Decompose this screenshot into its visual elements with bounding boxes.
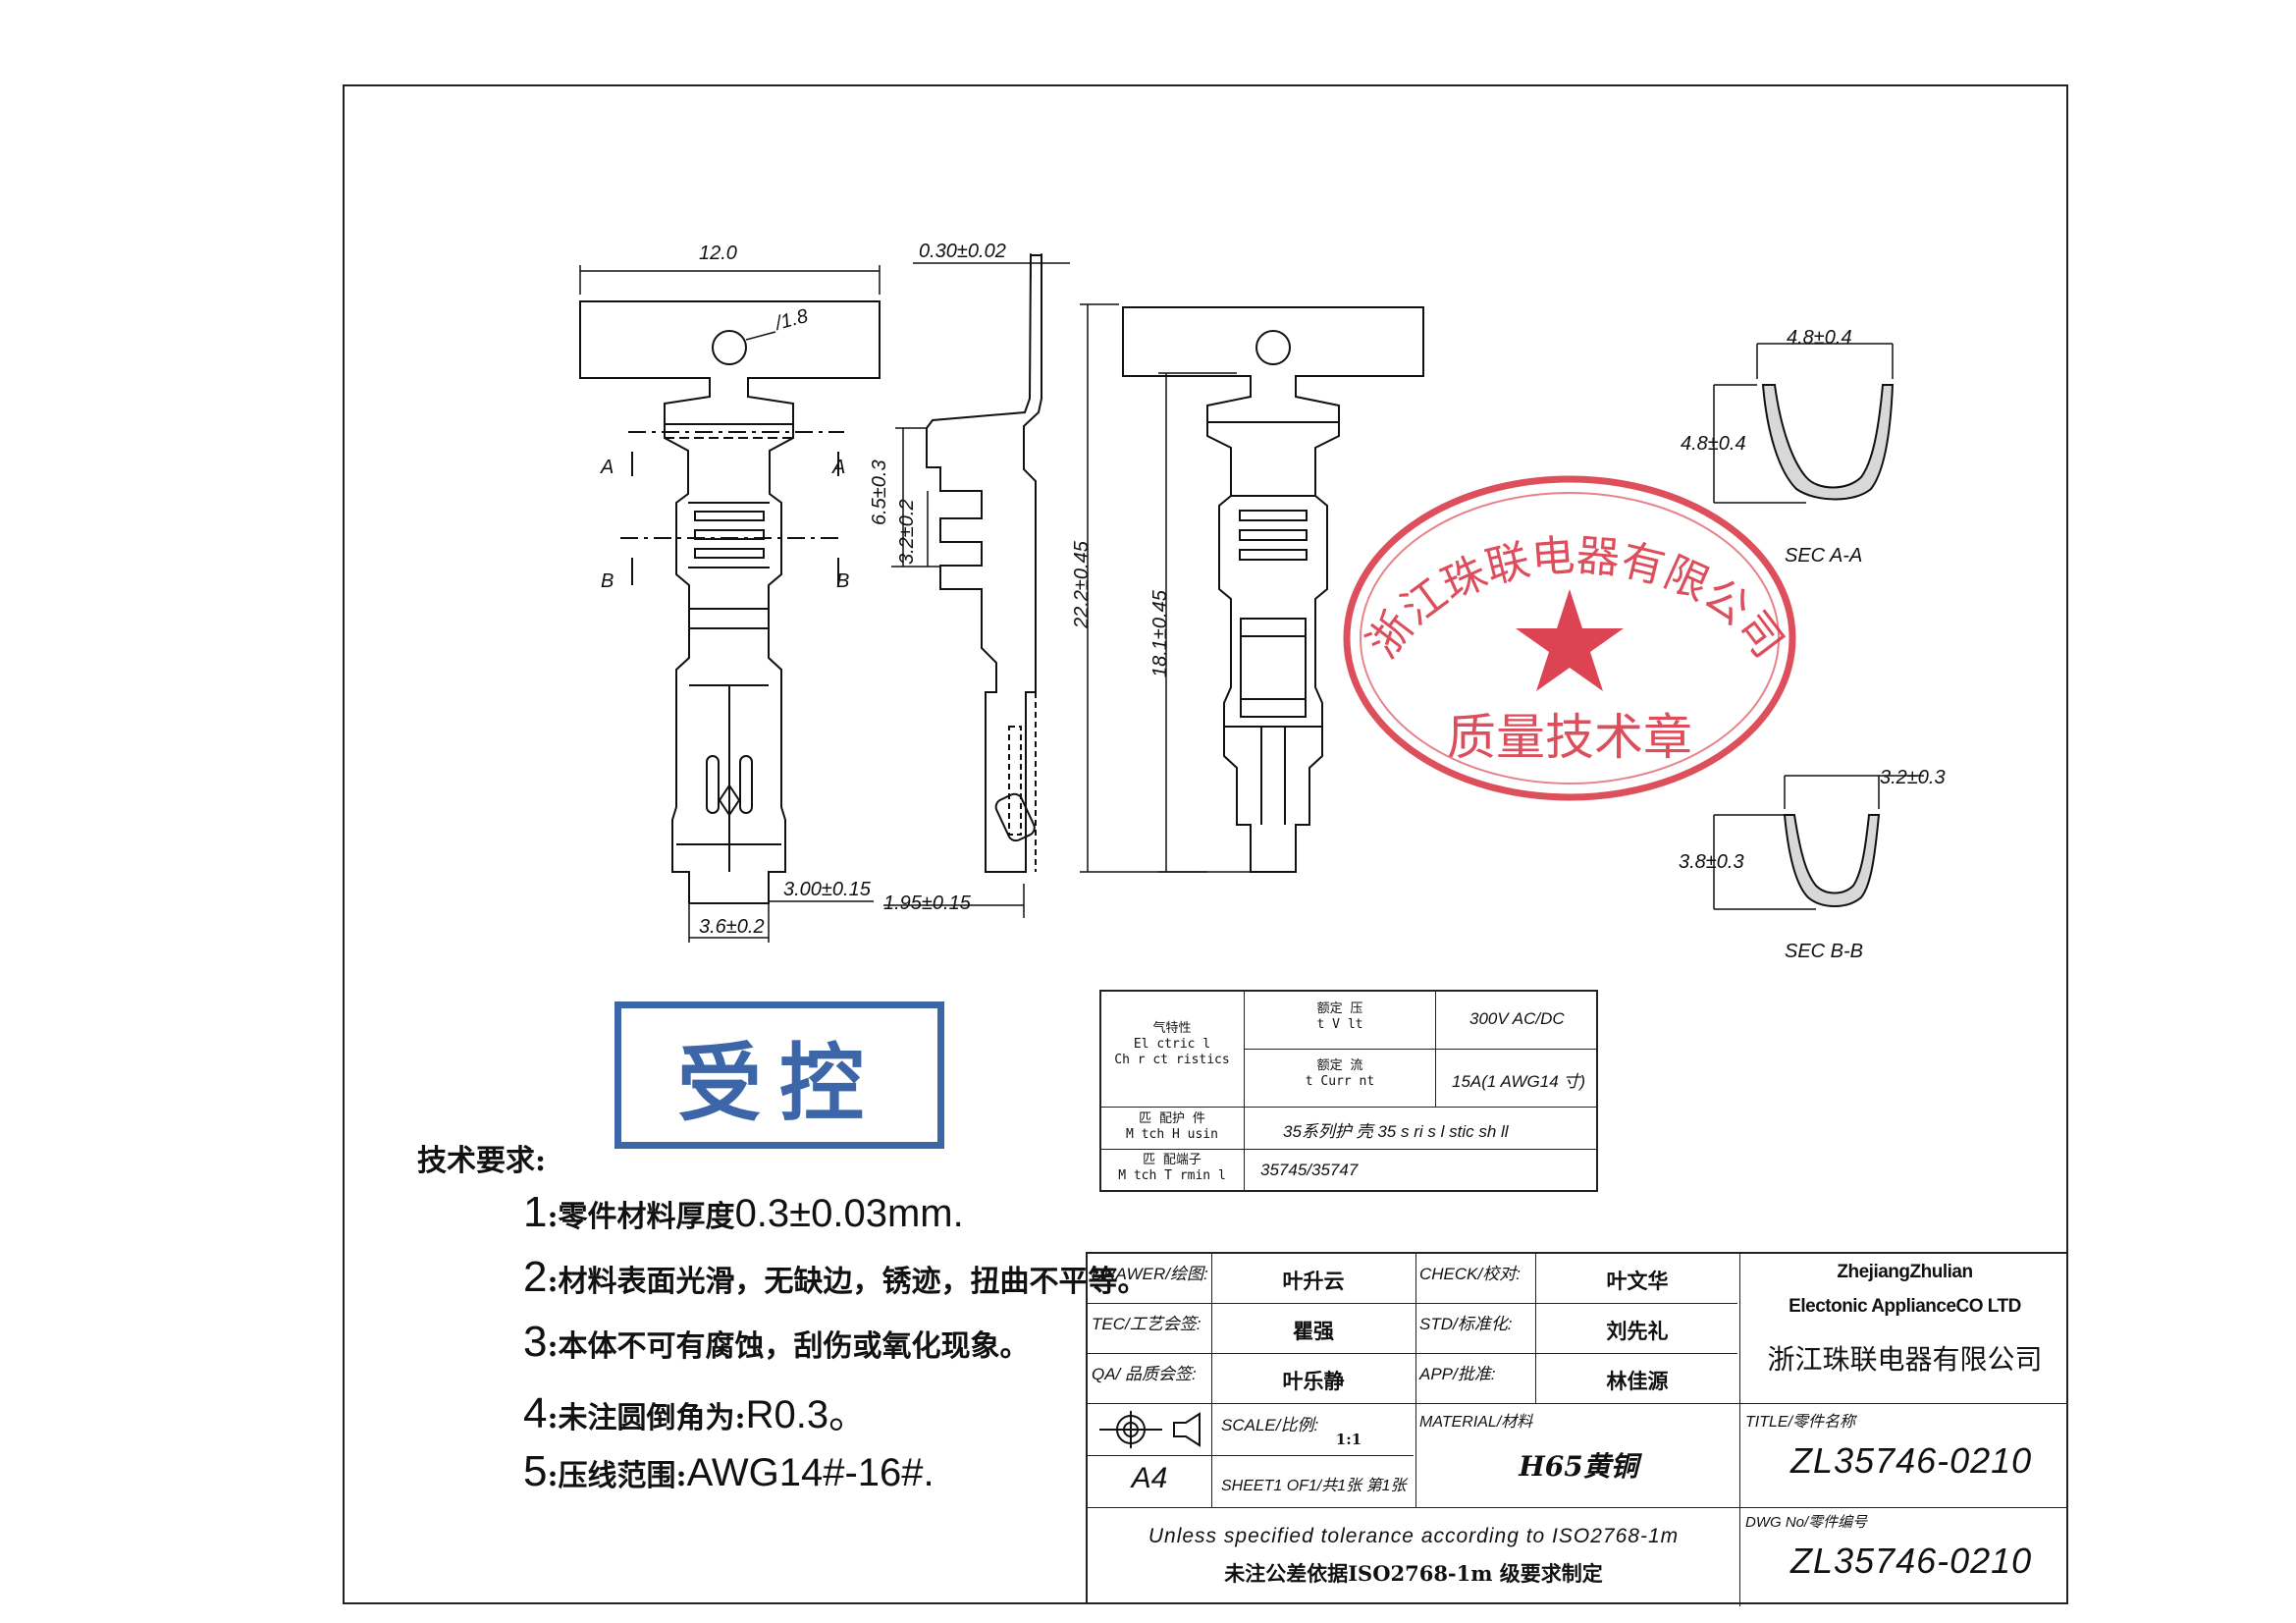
sheet-info: SHEET1 OF1/共1张 第1张 xyxy=(1221,1478,1407,1494)
dim-thickness: 0.30±0.02 xyxy=(919,241,1006,262)
dim-sec-a-width: 4.8±0.4 xyxy=(1787,327,1852,349)
app-name: 林佳源 xyxy=(1606,1369,1669,1393)
spec-housing-value: 35系列护 壳 35 s ri s l stic sh ll xyxy=(1283,1122,1509,1141)
controlled-stamp: 受控 xyxy=(614,1001,944,1149)
paper-size: A4 xyxy=(1131,1462,1168,1494)
note-item: 4:未注圆倒角为:R0.3。 xyxy=(523,1382,868,1439)
std-name: 刘先礼 xyxy=(1606,1319,1669,1343)
section-a-a xyxy=(1713,343,1895,504)
note-value: 0.3±0.03mm. xyxy=(734,1192,964,1235)
check-name: 叶文华 xyxy=(1606,1269,1669,1293)
spec-volt-label: 额定 压 t V lt xyxy=(1316,1001,1363,1032)
part-title: ZL35746-0210 xyxy=(1790,1440,2033,1481)
rear-view xyxy=(1122,306,1424,873)
company-en-2: Electonic ApplianceCO LTD xyxy=(1789,1296,2021,1317)
note-value: R0.3。 xyxy=(745,1393,869,1436)
std-label: STD/标准化: xyxy=(1419,1315,1513,1333)
sec-b-label: SEC B-B xyxy=(1785,941,1863,962)
company-en-1: ZhejiangZhulian xyxy=(1837,1262,1973,1282)
note-number: 5 xyxy=(523,1447,548,1495)
cut-b-left: B xyxy=(601,570,614,592)
dim-22-2: 22.2±0.45 xyxy=(1071,540,1093,629)
spec-terminal-label: 匹 配端子 M tch T rmin l xyxy=(1118,1153,1226,1183)
note-item: 1:零件材料厚度0.3±0.03mm. xyxy=(523,1188,964,1237)
app-label: APP/批准: xyxy=(1419,1365,1496,1383)
dim-sec-b-width: 3.2±0.3 xyxy=(1880,767,1946,788)
note-value: AWG14#-16#. xyxy=(686,1451,934,1494)
drawing-frame xyxy=(343,84,2068,1604)
note-number: 4 xyxy=(523,1389,548,1437)
scale-label: SCALE/比例: xyxy=(1221,1416,1319,1434)
material-value: H65黄铜 xyxy=(1519,1450,1638,1483)
dim-3-2: 3.2±0.2 xyxy=(896,499,918,565)
dim-6-5: 6.5±0.3 xyxy=(869,460,890,525)
material-label: MATERIAL/材料 xyxy=(1419,1414,1533,1431)
side-view xyxy=(883,253,1207,918)
note-text: :材料表面光滑，无缺边，锈迹，扭曲不平等。 xyxy=(547,1265,1148,1299)
tolerance-cn: 未注公差依据ISO2768-1m 级要求制定 xyxy=(1224,1561,1603,1586)
seal-star-icon xyxy=(1516,589,1624,691)
dim-3-00: 3.00±0.15 xyxy=(783,879,872,900)
front-view xyxy=(579,265,881,943)
section-b-b xyxy=(1713,775,1924,910)
check-label: CHECK/校对: xyxy=(1419,1265,1521,1283)
qa-label: QA/ 品质会签: xyxy=(1092,1365,1197,1383)
notes-title: 技术要求: xyxy=(417,1144,547,1178)
tolerance-en: Unless specified tolerance according to … xyxy=(1148,1525,1680,1547)
note-text: :本体不可有腐蚀，刮伤或氧化现象。 xyxy=(547,1329,1030,1364)
spec-elec-label: 气特性 El ctric l Ch r ct ristics xyxy=(1114,1021,1230,1067)
spec-terminal-value: 35745/35747 xyxy=(1260,1161,1359,1179)
cut-a-right: A xyxy=(831,457,845,478)
dim-hole: /1.8 xyxy=(772,305,811,335)
note-number: 3 xyxy=(523,1318,548,1366)
controlled-stamp-text: 受控 xyxy=(677,1034,881,1133)
dwg-label: DWG No/零件编号 xyxy=(1745,1514,1868,1531)
dim-sec-a-height: 4.8±0.4 xyxy=(1681,433,1746,455)
seal-center-text: 质量技术章 xyxy=(1447,710,1692,765)
note-number: 2 xyxy=(523,1253,548,1301)
spec-table: 气特性 El ctric l Ch r ct ristics 额定 压 t V … xyxy=(1099,990,1598,1192)
note-number: 1 xyxy=(523,1188,548,1236)
tec-label: TEC/工艺会签: xyxy=(1092,1315,1201,1333)
title-block: DRAWER/绘图: 叶升云 CHECK/校对: 叶文华 TEC/工艺会签: 瞿… xyxy=(1086,1252,2068,1606)
dwg-number: ZL35746-0210 xyxy=(1790,1541,2033,1581)
note-item: 2:材料表面光滑，无缺边，锈迹，扭曲不平等。 xyxy=(523,1253,1148,1302)
drawer-label: DRAWER/绘图: xyxy=(1092,1265,1208,1283)
sec-a-label: SEC A-A xyxy=(1785,545,1862,567)
spec-housing-label: 匹 配护 件 M tch H usin xyxy=(1126,1111,1218,1142)
spec-curr-label: 额定 流 t Curr nt xyxy=(1305,1058,1375,1089)
cut-a-left: A xyxy=(600,457,614,478)
dim-18-1: 18.1±0.45 xyxy=(1149,589,1171,677)
note-text: :未注圆倒角为: xyxy=(547,1401,746,1435)
title-label: TITLE/零件名称 xyxy=(1745,1414,1856,1431)
drawer-name: 叶升云 xyxy=(1282,1269,1345,1293)
note-item: 3:本体不可有腐蚀，刮伤或氧化现象。 xyxy=(523,1318,1030,1367)
dim-sec-b-height: 3.8±0.3 xyxy=(1679,851,1744,873)
note-item: 5:压线范围:AWG14#-16#. xyxy=(523,1447,934,1496)
tec-name: 瞿强 xyxy=(1293,1319,1334,1343)
spec-volt-value: 300V AC/DC xyxy=(1469,1009,1565,1028)
scale-value: 1:1 xyxy=(1335,1431,1362,1448)
quality-seal: 浙江珠联电器有限公司 质量技术章 xyxy=(1343,475,1796,801)
dim-width: 12.0 xyxy=(699,243,737,264)
dim-3-6: 3.6±0.2 xyxy=(699,916,765,938)
qa-name: 叶乐静 xyxy=(1282,1369,1345,1393)
spec-curr-value: 15A(1 AWG14 寸) xyxy=(1452,1072,1586,1091)
dim-1-95: 1.95±0.15 xyxy=(883,893,972,914)
note-text: :零件材料厚度 xyxy=(547,1200,735,1234)
cut-b-right: B xyxy=(836,570,849,592)
note-text: :压线范围: xyxy=(547,1459,687,1493)
company-cn: 浙江珠联电器有限公司 xyxy=(1767,1343,2043,1376)
projection-symbol-icon xyxy=(1099,1411,1201,1448)
